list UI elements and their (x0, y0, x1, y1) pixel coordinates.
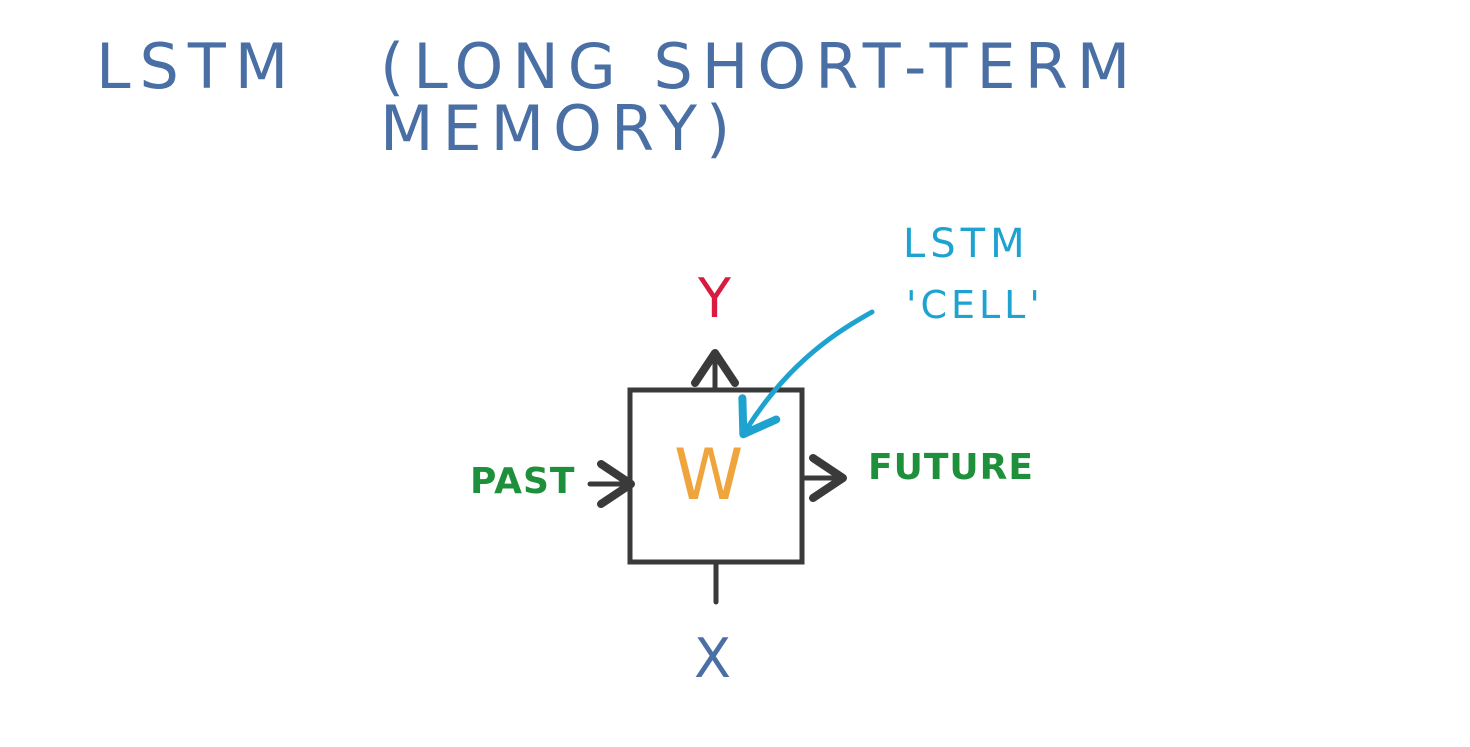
weight-w-label: W (674, 434, 744, 516)
page-subtitle: (LONG SHORT-TERM MEMORY) (380, 30, 1140, 165)
output-y-label: Y (698, 267, 731, 330)
past-label: PAST (470, 461, 576, 502)
cell-annotation-line2: 'CELL' (906, 283, 1044, 327)
future-label: FUTURE (868, 447, 1034, 488)
page-title: LSTM (96, 30, 298, 103)
cell-annotation-line1: LSTM (903, 221, 1030, 267)
input-x-label: X (694, 627, 731, 690)
cell-annotation-arrow (738, 309, 875, 439)
title-row: LSTM (LONG SHORT-TERM MEMORY) (0, 0, 1470, 160)
